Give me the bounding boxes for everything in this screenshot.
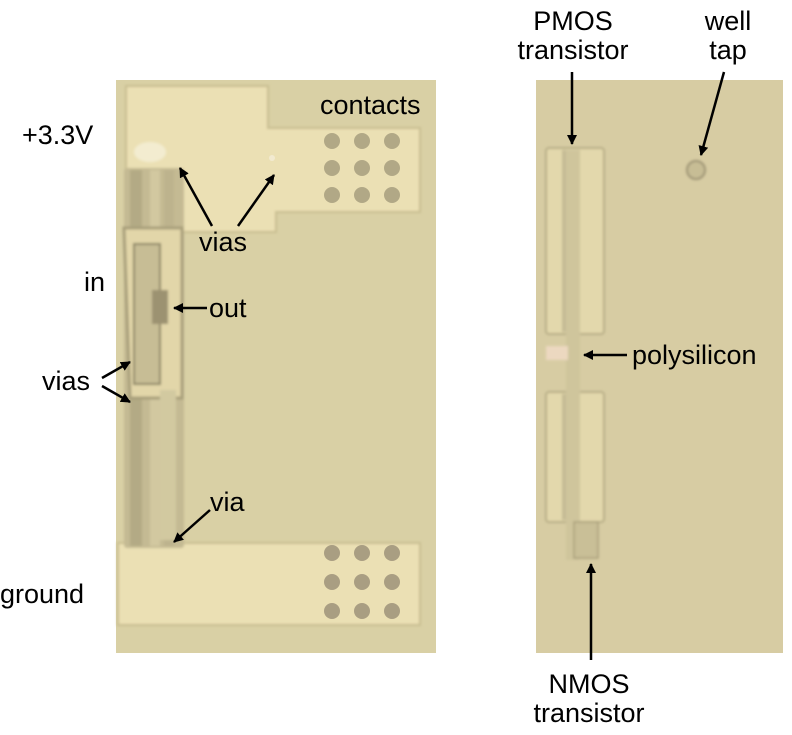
arrow-well-tap (698, 71, 726, 156)
well-label-line2: tap (709, 35, 747, 65)
ground-label: ground (0, 579, 85, 609)
arrow-vias-to-via1 (178, 167, 214, 227)
contact-grid-bottom (324, 545, 400, 619)
vias-left-label: vias (42, 366, 91, 396)
well-label-line1: well (704, 6, 752, 36)
nmos-label-line2: transistor (533, 698, 645, 728)
well-tap-dot (686, 160, 706, 180)
contact-grid-top (324, 133, 400, 203)
polysilicon-contact (546, 346, 568, 360)
arrow-vias-left2 (101, 384, 131, 404)
via-dot-top (269, 155, 275, 161)
arrow-vias-left1 (101, 360, 131, 380)
annotation-arrows (101, 71, 726, 660)
input-label: in (84, 267, 106, 297)
arrow-vias-to-via2 (236, 174, 276, 227)
contacts-label: contacts (320, 90, 421, 120)
polysilicon-strip (566, 150, 580, 560)
vias-top-label: vias (199, 227, 248, 257)
pmos-label-line2: transistor (517, 35, 629, 65)
transistor-layer-die (536, 80, 783, 653)
nmos-label-line1: NMOS (548, 669, 630, 699)
metal-layer-die (116, 80, 436, 653)
arrow-via-bottom (173, 509, 211, 543)
via-bottom-label: via (210, 487, 245, 517)
pmos-label-line1: PMOS (533, 6, 613, 36)
output-label: out (209, 293, 247, 323)
polysilicon-label: polysilicon (632, 340, 757, 370)
supply-label: +3.3V (22, 120, 94, 150)
ground-rail-metal (117, 542, 421, 626)
